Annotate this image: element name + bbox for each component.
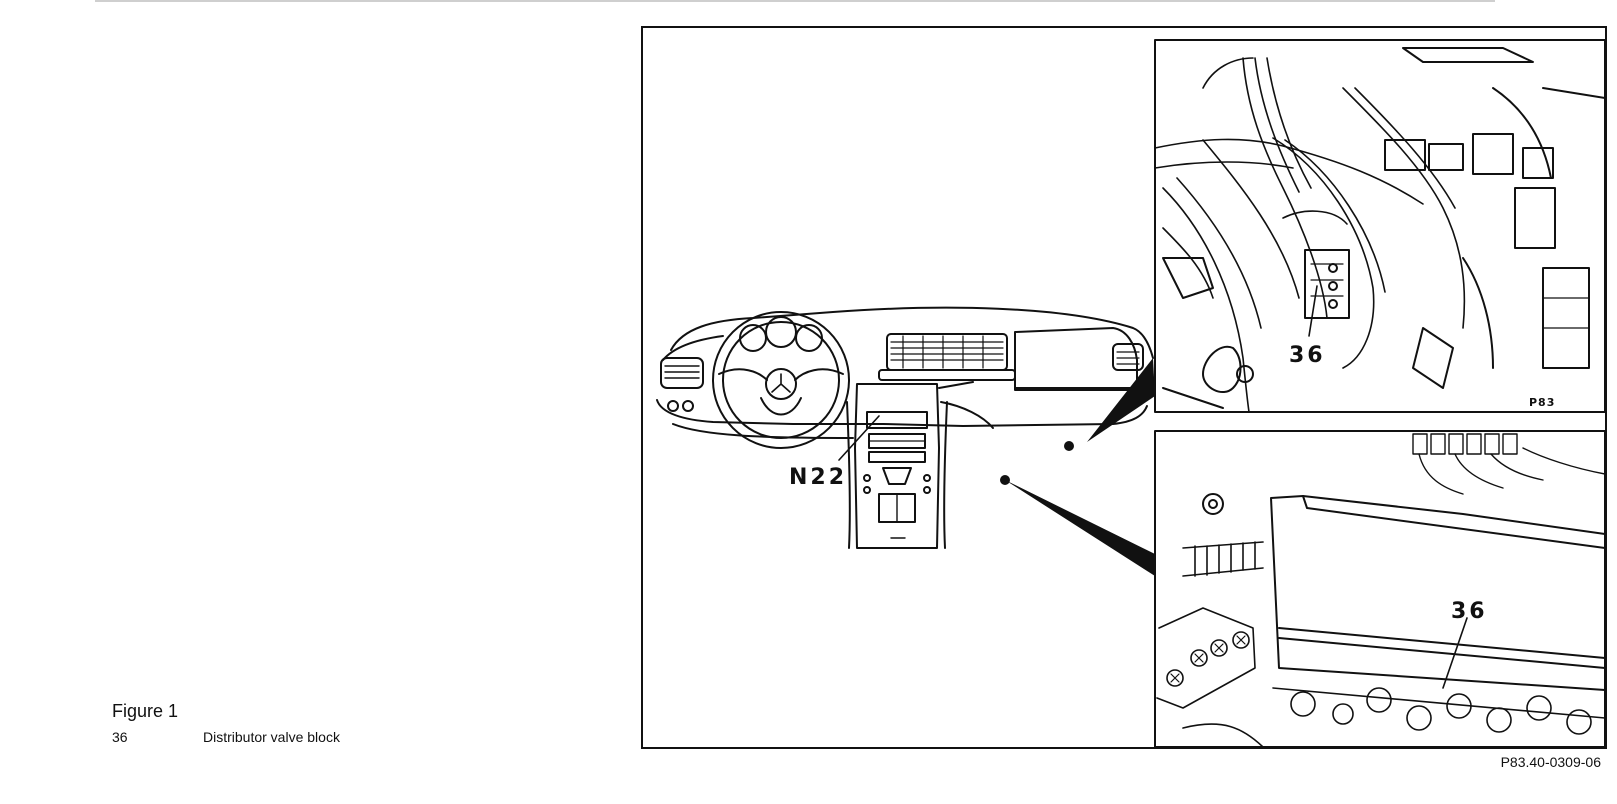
figure-caption: Figure 1 36 Distributor valve block <box>112 700 612 746</box>
top-rule <box>95 0 1495 2</box>
figure-reference-code: P83.40-0309-06 <box>1500 754 1601 770</box>
illustration-drawing: N22 36 P83 36 <box>656 39 1605 747</box>
inset-top-drawing <box>1154 39 1605 413</box>
legend-item: 36 Distributor valve block <box>112 728 612 746</box>
inset-top-corner-code: P83 <box>1529 396 1555 409</box>
dashboard-drawing <box>656 306 1155 576</box>
technical-illustration: N22 36 P83 36 <box>641 26 1607 749</box>
callout-inset-bottom: 36 <box>1451 599 1488 624</box>
inset-bottom-drawing <box>1154 430 1605 747</box>
callout-n22: N22 <box>789 465 847 490</box>
legend-number: 36 <box>112 729 128 745</box>
legend-description: Distributor valve block <box>203 729 340 745</box>
figure-title: Figure 1 <box>112 701 179 721</box>
callout-inset-top: 36 <box>1289 343 1326 368</box>
